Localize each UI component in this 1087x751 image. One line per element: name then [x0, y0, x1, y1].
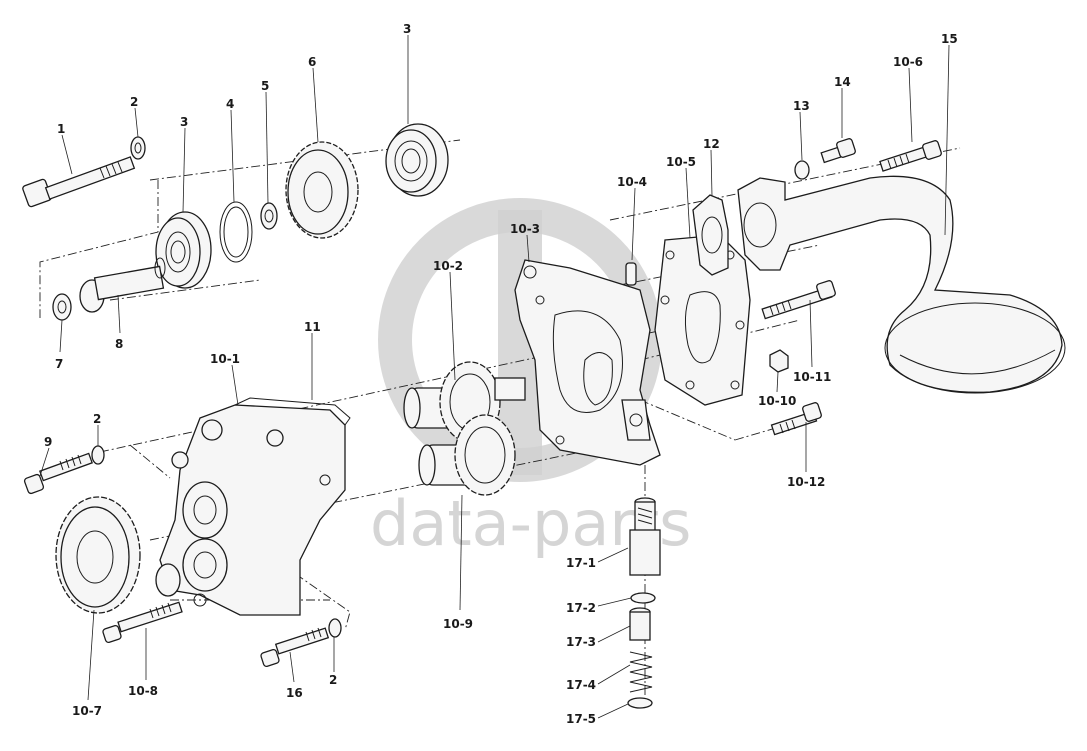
washer-2-mid	[91, 445, 105, 465]
callout-10-11: 10-11	[793, 370, 831, 384]
bolt-1	[22, 156, 136, 208]
callout-17-1: 17-1	[566, 556, 596, 570]
callout-10-9: 10-9	[443, 617, 473, 631]
suction-pipe-15	[737, 175, 1066, 394]
callout-10-2: 10-2	[433, 259, 463, 273]
washer-7	[52, 293, 72, 321]
callout-10-12: 10-12	[787, 475, 825, 489]
gear-10-9	[418, 414, 516, 496]
callout-2-bottom: 2	[329, 673, 337, 687]
washer-2-top	[130, 136, 146, 160]
dowel-pin-10-4	[625, 262, 637, 286]
callout-10-5: 10-5	[666, 155, 696, 169]
callout-6: 6	[308, 55, 316, 69]
bolt-10-8	[102, 601, 183, 643]
valve-plug-17-1	[629, 497, 661, 576]
gear-10-7	[55, 496, 141, 614]
shaft-8	[79, 257, 166, 313]
callout-5: 5	[261, 79, 269, 93]
callout-7: 7	[55, 357, 63, 371]
callout-4: 4	[226, 97, 234, 111]
callout-11: 11	[304, 320, 321, 334]
callout-10-3: 10-3	[510, 222, 540, 236]
callout-8: 8	[115, 337, 123, 351]
bolt-10-12	[770, 402, 822, 436]
spring-17-4	[629, 651, 653, 693]
callout-10-1: 10-1	[210, 352, 240, 366]
callout-10-4: 10-4	[617, 175, 647, 189]
bolt-16	[260, 627, 330, 667]
pump-housing-10-1	[155, 397, 351, 616]
bolt-10-11	[761, 280, 836, 320]
callout-3-upper-bearing: 3	[403, 22, 411, 36]
washer-17-2	[630, 592, 656, 604]
callout-16: 16	[286, 686, 303, 700]
nut-10-10	[769, 349, 789, 373]
washer-2-bottom	[328, 618, 342, 638]
callout-2-mid: 2	[93, 412, 101, 426]
callout-10-10: 10-10	[758, 394, 796, 408]
callout-17-4: 17-4	[566, 678, 596, 692]
callout-17-2: 17-2	[566, 601, 596, 615]
washer-5	[260, 202, 278, 230]
callout-10-6: 10-6	[893, 55, 923, 69]
callout-10-7: 10-7	[72, 704, 102, 718]
nut-13	[794, 160, 810, 180]
bearing-3-upper	[385, 123, 449, 197]
bolt-10-6	[879, 140, 942, 172]
gear-6	[285, 141, 359, 239]
bearing-3-lower	[155, 211, 212, 289]
washer-17-5	[627, 697, 653, 709]
callout-15: 15	[941, 32, 958, 46]
callout-1: 1	[57, 122, 65, 136]
bolt-14	[820, 138, 856, 164]
callout-10-8: 10-8	[128, 684, 158, 698]
callout-13: 13	[793, 99, 810, 113]
callout-labels: 1 2 3 4 5 6 3 7 8 9 2 10-1 11 10-7 10-8 …	[44, 22, 958, 726]
pump-body-10-3	[514, 259, 661, 466]
callout-12: 12	[703, 137, 720, 151]
snap-ring-4	[219, 201, 253, 263]
bolt-9	[23, 452, 93, 495]
callout-2-top: 2	[130, 95, 138, 109]
callout-9: 9	[44, 435, 52, 449]
valve-piston-17-3	[629, 607, 651, 641]
leader-lines	[39, 35, 950, 719]
callout-17-5: 17-5	[566, 712, 596, 726]
callout-17-3: 17-3	[566, 635, 596, 649]
callout-3-lower-bearing: 3	[180, 115, 188, 129]
callout-14: 14	[834, 75, 851, 89]
